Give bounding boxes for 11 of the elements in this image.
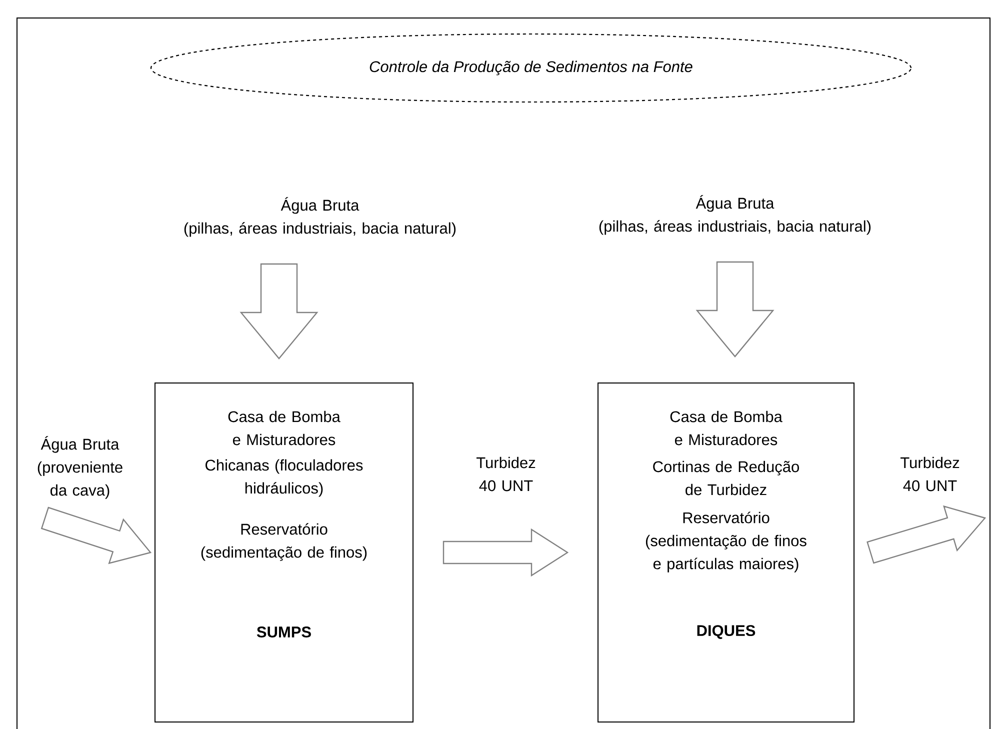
block-arrow	[442, 528, 569, 577]
block-arrow	[696, 261, 774, 358]
inflow-text: Água Bruta (proveniente da cava)	[38, 436, 122, 499]
edge-label: Turbidez 40 UNT	[900, 456, 960, 492]
block-arrow	[866, 505, 986, 564]
block-arrow	[240, 263, 318, 360]
inflow-text: Água Bruta (pilhas, áreas industriais, bacia natural)	[184, 197, 456, 237]
process-box: Casa de Bomba e Misturadores Cortinas de Redução de Turbidez Reservatório (sedimentação de finos e partículas maiores) DIQUES	[598, 382, 854, 722]
process-box: Casa de Bomba e Misturadores Chicanas (floculadores hidráulicos) Reservatório (sedimentação de finos) SUMPS	[154, 382, 414, 722]
inflow-text: Água Bruta (pilhas, áreas industriais, bacia natural)	[599, 195, 871, 235]
edge-label: Turbidez 40 UNT	[476, 456, 536, 492]
